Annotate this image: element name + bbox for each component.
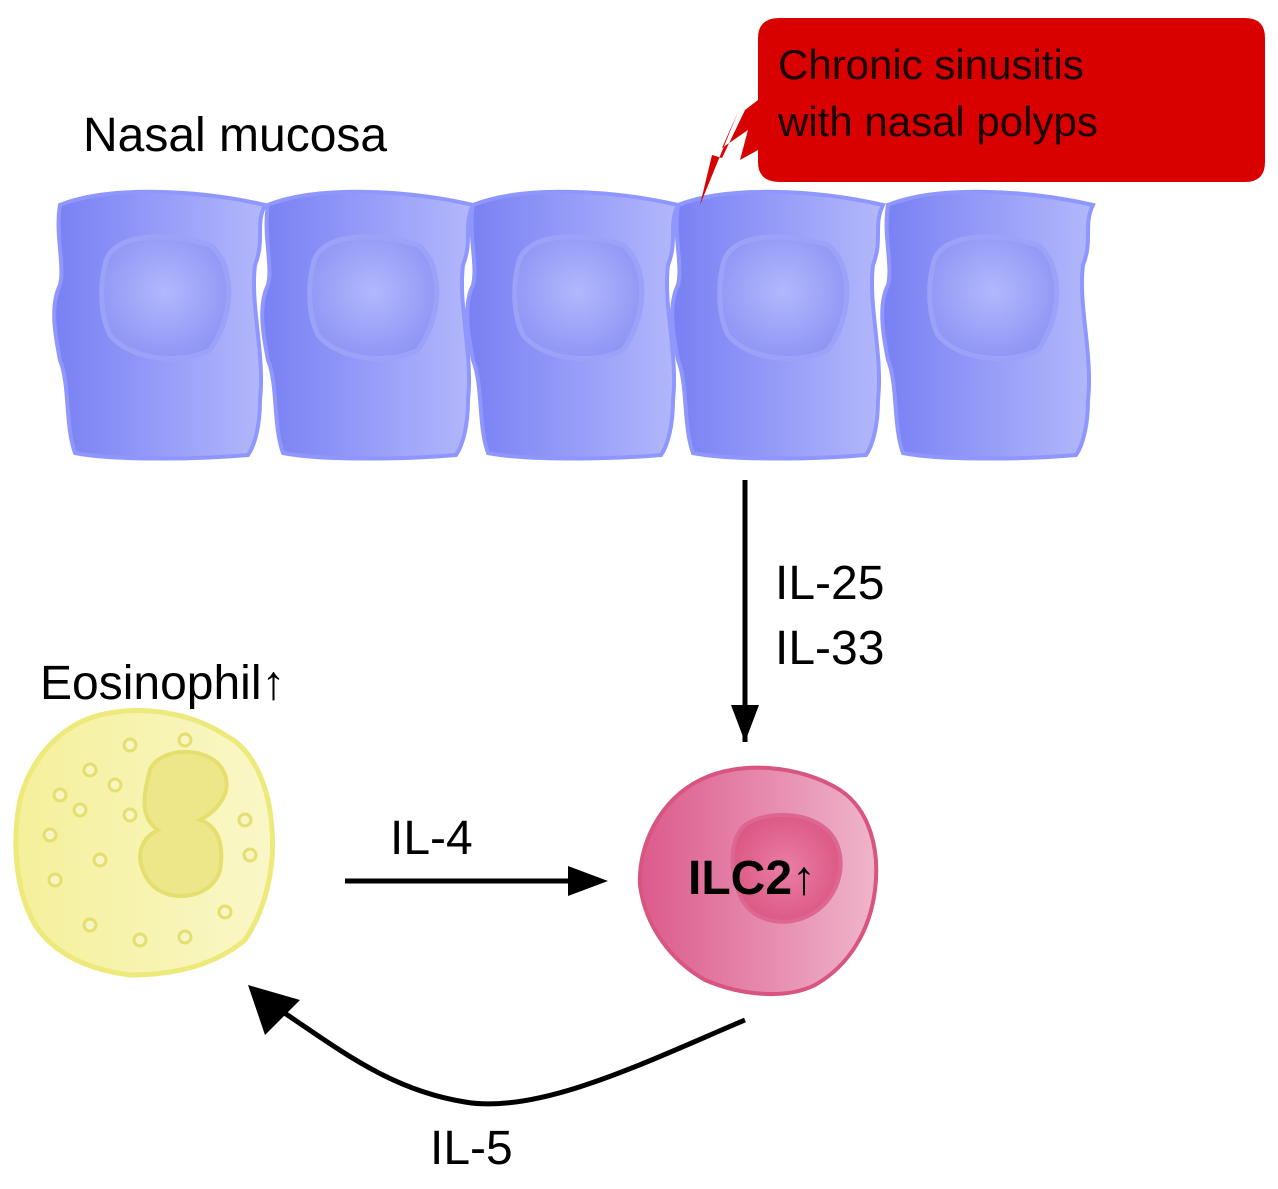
nasal-mucosa-title: Nasal mucosa: [83, 109, 388, 162]
ilc2-cell: [637, 765, 879, 996]
arrow-eosinophil-to-ilc2-head: [568, 866, 608, 896]
callout-line-2: with nasal polyps: [778, 98, 1098, 145]
epithelial-cell: [260, 189, 476, 461]
epithelial-cell: [880, 189, 1096, 461]
arrow-mucosa-to-ilc2-head: [731, 705, 759, 742]
label-il-4: IL-4: [390, 812, 473, 865]
epithelial-cell-layer: [52, 189, 1096, 461]
arrow-ilc2-to-eosinophil-head: [248, 985, 300, 1035]
callout-bubble: [700, 18, 1265, 205]
label-eosinophil: Eosinophil↑: [40, 657, 286, 710]
label-il-5: IL-5: [430, 1122, 513, 1175]
callout-line-1: Chronic sinusitis: [778, 41, 1084, 88]
epithelial-cell: [52, 189, 268, 461]
arrow-ilc2-to-eosinophil: [278, 1007, 746, 1107]
epithelial-cell: [465, 189, 681, 461]
label-ilc2: ILC2↑: [688, 852, 817, 905]
eosinophil-cell: [13, 708, 275, 978]
epithelial-cell: [670, 189, 886, 461]
label-il-33: IL-33: [775, 622, 885, 675]
label-il-25: IL-25: [775, 557, 885, 610]
